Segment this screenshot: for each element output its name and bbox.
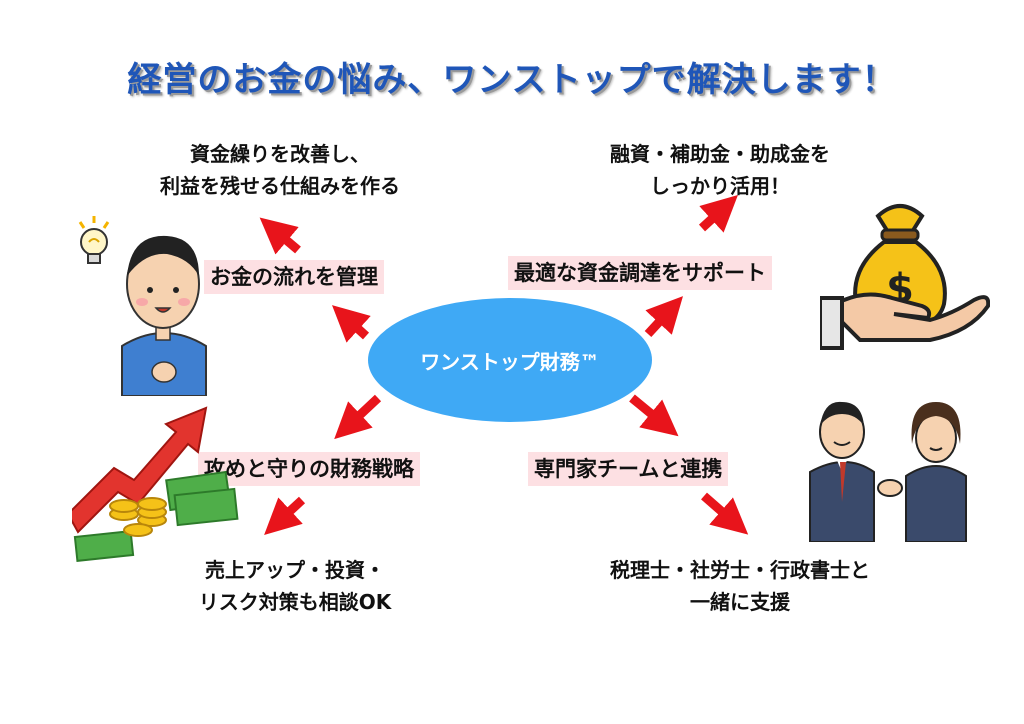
- result-money-flow-line-2: 利益を残せる仕組みを作る: [160, 174, 400, 198]
- arrow-hub-to-money-flow: [332, 305, 371, 343]
- thinking-man-illustration: [78, 216, 207, 396]
- businessman-figure: [809, 401, 875, 542]
- result-experts-line-2: 一緒に支援: [690, 590, 790, 614]
- page-title: 経営のお金の悩み、ワンストップで解決します！: [127, 60, 897, 100]
- arrow-money-flow-to-result: [259, 217, 301, 255]
- result-funding: 融資・補助金・助成金を しっかり活用！: [570, 138, 870, 202]
- result-funding-line-2: しっかり活用！: [650, 174, 790, 198]
- money-bag-hand-illustration: $: [820, 204, 990, 350]
- lightbulb-icon: [78, 216, 110, 264]
- arrow-funding-to-result: [698, 195, 738, 233]
- arrow-hub-to-funding: [644, 296, 683, 338]
- result-money-flow: 資金繰りを改善し、 利益を残せる仕組みを作る: [150, 138, 410, 202]
- arrow-hub-to-experts: [629, 394, 679, 437]
- hub-label: ワンストップ財務™: [420, 349, 600, 374]
- branch-label-funding: 最適な資金調達をサポート: [508, 256, 772, 290]
- arrow-strategy-to-result: [264, 496, 306, 535]
- result-strategy-line-2: リスク対策も相談OK: [198, 590, 392, 614]
- result-experts: 税理士・社労士・行政書士と 一緒に支援: [590, 554, 890, 618]
- branch-label-strategy: 攻めと守りの財務戦略: [198, 452, 420, 486]
- businesswoman-figure: [905, 402, 967, 542]
- hub-ellipse: ワンストップ財務™: [368, 298, 652, 422]
- arrow-hub-to-strategy: [334, 394, 382, 440]
- result-strategy: 売上アップ・投資・ リスク対策も相談OK: [150, 554, 440, 618]
- result-funding-line-1: 融資・補助金・助成金を: [610, 142, 830, 166]
- handshake-business-illustration: [809, 401, 967, 542]
- result-experts-line-1: 税理士・社労士・行政書士と: [610, 558, 870, 582]
- result-strategy-line-1: 売上アップ・投資・: [205, 558, 385, 582]
- arrow-experts-to-result: [701, 492, 749, 535]
- growth-chart-money-illustration: [72, 406, 239, 562]
- result-money-flow-line-1: 資金繰りを改善し、: [190, 142, 370, 166]
- branch-label-money-flow: お金の流れを管理: [204, 260, 384, 294]
- branch-label-experts: 専門家チームと連携: [528, 452, 729, 486]
